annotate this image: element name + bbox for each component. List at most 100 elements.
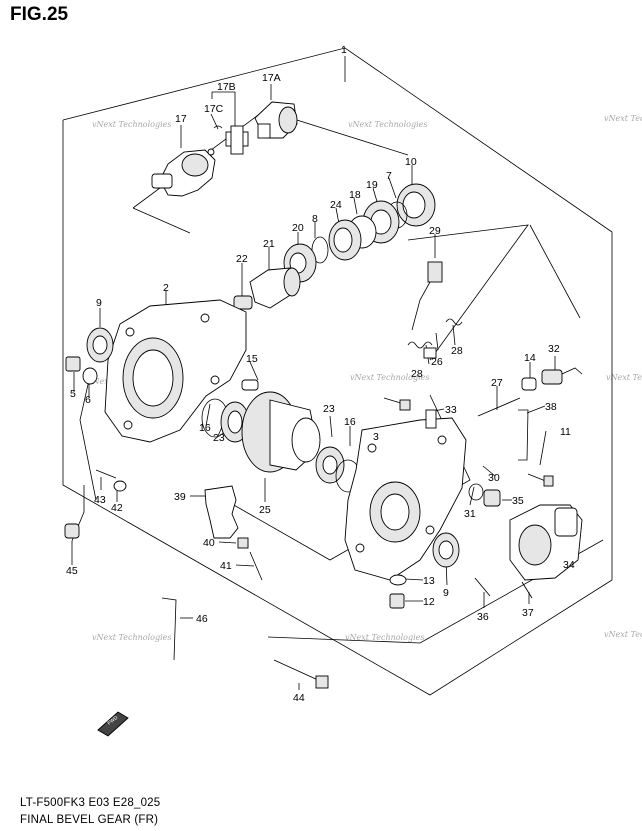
callout-40: 40 (203, 537, 215, 549)
plug-5 (65, 356, 81, 372)
case-3 (344, 417, 467, 581)
bolt-37 (521, 581, 533, 599)
callout-38: 38 (545, 401, 557, 413)
universal-joint-17b (225, 125, 249, 155)
callout-7: 7 (386, 170, 392, 182)
footer-figure-name: FINAL BEVEL GEAR (FR) (20, 814, 159, 826)
washer-13 (389, 574, 407, 586)
callout-23-left: 23 (213, 432, 225, 444)
callout-9-right: 9 (443, 587, 449, 599)
bolt-43 (95, 469, 117, 479)
cover-2 (104, 299, 247, 443)
springs-28 (407, 318, 463, 349)
callout-22: 22 (236, 253, 248, 265)
callout-31: 31 (464, 508, 476, 520)
callout-19: 19 (366, 179, 378, 191)
callout-16-right: 16 (344, 416, 356, 428)
gasket-6 (82, 367, 98, 385)
callout-16-left: 16 (199, 422, 211, 434)
bolt-44 (273, 659, 329, 689)
callout-36: 36 (477, 611, 489, 623)
callout-1: 1 (341, 44, 347, 56)
callout-13: 13 (423, 575, 435, 587)
callout-24: 24 (330, 199, 342, 211)
seal-14 (521, 377, 537, 391)
callout-20: 20 (292, 222, 304, 234)
cap-45 (64, 523, 80, 539)
pin-15 (241, 379, 259, 391)
callout-39: 39 (174, 491, 186, 503)
driven-bevel-gear-25 (241, 391, 321, 473)
oil-seal-9-left (86, 327, 114, 363)
callout-6: 6 (85, 394, 91, 406)
callout-46: 46 (196, 613, 208, 625)
callout-2: 2 (163, 282, 169, 294)
callout-34: 34 (563, 559, 575, 571)
callout-15: 15 (246, 353, 258, 365)
forward-label: FWD (107, 715, 120, 727)
callout-43: 43 (94, 494, 106, 506)
callout-labels: 1 2 3 5 6 7 8 9 9 10 11 12 13 14 15 16 1… (66, 44, 575, 704)
callout-14: 14 (524, 352, 536, 364)
nut-12 (389, 593, 405, 609)
callout-28-upper: 28 (451, 345, 463, 357)
plug-35 (483, 489, 501, 507)
bolt-11 (527, 473, 554, 487)
watermark-5: vNext Technologies (350, 373, 429, 382)
callout-18: 18 (349, 189, 361, 201)
callout-17c: 17C (204, 103, 224, 115)
lever-29 (411, 261, 443, 331)
callout-28-lower: 28 (411, 368, 423, 380)
callout-30: 30 (488, 472, 500, 484)
callout-10: 10 (405, 156, 417, 168)
watermark-8: vNext Technologies (345, 633, 424, 642)
callout-11: 11 (560, 426, 571, 438)
drive-bevel-gear-21 (249, 267, 301, 309)
callout-9-left: 9 (96, 297, 102, 309)
watermark-1: vNext Technologies (92, 120, 171, 129)
callout-25: 25 (259, 504, 271, 516)
callout-17: 17 (175, 113, 187, 125)
watermark-6: vNext Technologies (606, 373, 642, 382)
bearing-24 (328, 219, 362, 261)
actuator-34 (509, 504, 583, 581)
callout-41: 41 (220, 560, 232, 572)
watermark-3: vNext Technologies (604, 114, 642, 123)
footer-part-code: LT-F500FK3 E03 E28_025 (20, 797, 161, 809)
callout-29: 29 (429, 225, 441, 237)
clip-17c (213, 125, 223, 129)
boot-39 (204, 485, 239, 539)
washer-42 (113, 480, 127, 492)
callout-45: 45 (66, 565, 78, 577)
callout-8: 8 (312, 213, 318, 225)
breather-41 (249, 551, 263, 581)
callout-5: 5 (70, 388, 76, 400)
watermark-7: vNext Technologies (92, 633, 171, 642)
callout-35: 35 (512, 495, 524, 507)
callout-12: 12 (423, 596, 435, 608)
needle-bearing-22 (233, 295, 253, 310)
callout-42: 42 (111, 502, 123, 514)
yoke-17a (254, 101, 298, 139)
callout-23-right: 23 (323, 403, 335, 415)
shaft-27 (477, 397, 521, 417)
callout-27: 27 (491, 377, 503, 389)
switch-33 (425, 409, 437, 429)
o-ring-31 (468, 483, 484, 501)
watermark-9: vNext Technologies (604, 630, 642, 639)
callout-33: 33 (445, 404, 457, 416)
callout-32: 32 (548, 343, 560, 355)
bolt-36 (474, 577, 491, 597)
callout-17a: 17A (262, 72, 281, 84)
callout-26: 26 (431, 356, 443, 368)
pinion-shaft-17 (151, 148, 216, 197)
bracket-38 (518, 409, 529, 461)
figure-title: FIG.25 (10, 4, 69, 25)
hose-46 (161, 597, 177, 661)
callout-3: 3 (373, 431, 379, 443)
bearing-23-right (315, 446, 345, 484)
callout-37: 37 (522, 607, 534, 619)
bolt-30 (383, 397, 411, 411)
sensor-32 (541, 367, 583, 385)
